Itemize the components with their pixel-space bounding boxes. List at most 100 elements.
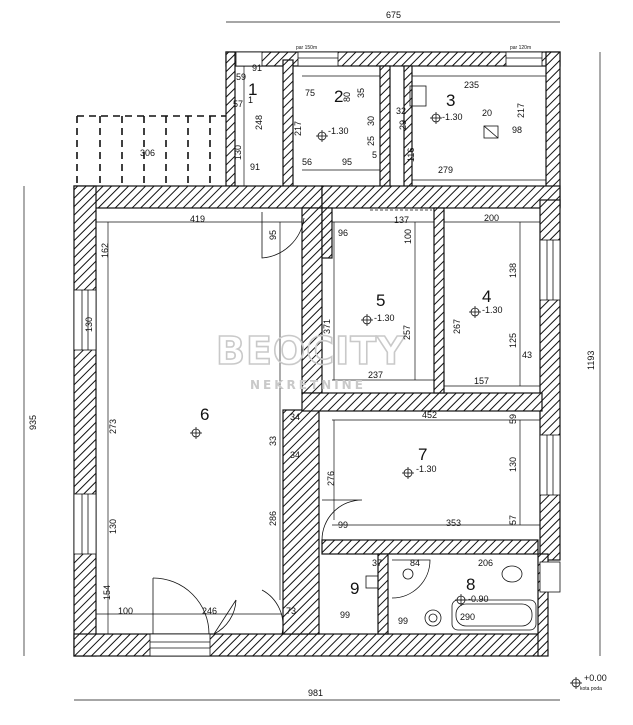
dimension-label: 59 bbox=[508, 414, 518, 424]
dimension-label: 34 bbox=[290, 412, 300, 422]
dimension-label: 286 bbox=[268, 511, 278, 526]
dimension-label: 257 bbox=[402, 325, 412, 340]
dimension-label: 100 bbox=[403, 229, 413, 244]
bathroom-fixtures bbox=[365, 85, 537, 631]
dimension-label: 130 bbox=[108, 519, 118, 534]
room-2-level: -1.30 bbox=[328, 126, 349, 136]
dimension-label: 20 bbox=[482, 108, 492, 118]
dimension-label: 130 bbox=[84, 317, 94, 332]
dimension-label: 56 bbox=[302, 157, 312, 167]
dimension-label: 75 bbox=[305, 88, 315, 98]
dimension-label: 1 bbox=[248, 95, 253, 105]
room-5-level: -1.30 bbox=[374, 313, 395, 323]
dimension-label: 452 bbox=[422, 410, 437, 420]
dimension-label: 32 bbox=[396, 106, 406, 116]
dimension-label: 73 bbox=[286, 606, 296, 616]
window-note-1: par 150m bbox=[296, 45, 317, 51]
dimension-label: 235 bbox=[464, 80, 479, 90]
room-8-number: 8 bbox=[466, 575, 475, 594]
room-4-level: -1.30 bbox=[482, 305, 503, 315]
dimension-label: 59 bbox=[236, 72, 246, 82]
dimension-label: 267 bbox=[452, 319, 462, 334]
room-3-number: 3 bbox=[446, 91, 455, 110]
dimension-label: 217 bbox=[293, 121, 303, 136]
dimension-label: 91 bbox=[252, 63, 262, 73]
dimension-label: 130 bbox=[233, 145, 243, 160]
dimension-label: 371 bbox=[322, 319, 332, 334]
dimension-label: 419 bbox=[190, 214, 205, 224]
level-values: -1.30 -1.30 -1.30 -1.30 -1.30 -0.90 +0.0… bbox=[296, 45, 607, 692]
room-9-number: 9 bbox=[350, 579, 359, 598]
room-6-number: 6 bbox=[200, 405, 209, 424]
dimension-label: 162 bbox=[100, 243, 110, 258]
room-1-number: 1 bbox=[248, 80, 257, 99]
dimension-label: 217 bbox=[516, 103, 526, 118]
windows bbox=[73, 51, 561, 657]
room-7-level: -1.30 bbox=[416, 464, 437, 474]
dimension-label: 84 bbox=[410, 558, 420, 568]
dimension-label: 80 bbox=[342, 92, 352, 102]
dimension-label: 34 bbox=[290, 450, 300, 460]
dimension-label: 290 bbox=[460, 612, 475, 622]
dimension-label: 35 bbox=[356, 88, 366, 98]
dimension-label: 276 bbox=[326, 471, 336, 486]
dimension-label: 246 bbox=[202, 606, 217, 616]
room-8-level: -0.90 bbox=[468, 594, 489, 604]
dimension-label: 99 bbox=[340, 610, 350, 620]
dimension-label: 206 bbox=[478, 558, 493, 568]
dimension-label: 95 bbox=[342, 157, 352, 167]
ground-level-note: kota poda bbox=[580, 686, 602, 692]
dimension-label: 96 bbox=[338, 228, 348, 238]
dim-right-height: 1193 bbox=[586, 351, 596, 370]
dimension-label: 279 bbox=[438, 165, 453, 175]
watermark-subtitle: NEKRETNINE bbox=[250, 378, 366, 392]
dim-top-width: 675 bbox=[386, 10, 401, 20]
dimension-label: 100 bbox=[118, 606, 133, 616]
dimension-label: 99 bbox=[338, 520, 348, 530]
dimension-label: 138 bbox=[508, 263, 518, 278]
level-markers bbox=[190, 112, 582, 689]
window-note-2: par 120m bbox=[510, 45, 531, 51]
inner-lines bbox=[23, 21, 601, 701]
dimension-label: 57 bbox=[233, 99, 243, 109]
dimension-label: 353 bbox=[446, 518, 461, 528]
overall-dimensions: 675 981 935 1193 bbox=[28, 10, 596, 698]
dimension-label: 125 bbox=[508, 333, 518, 348]
dimension-label: 99 bbox=[398, 616, 408, 626]
dimension-label: 95 bbox=[268, 230, 278, 240]
room-3-level: -1.30 bbox=[442, 112, 463, 122]
dimension-label: 25 bbox=[366, 136, 376, 146]
dimension-label: 43 bbox=[522, 350, 532, 360]
dimension-label: 154 bbox=[102, 585, 112, 600]
dimension-label: 37 bbox=[372, 558, 382, 568]
room-numbers: 1 2 3 4 5 6 7 8 9 bbox=[200, 80, 491, 598]
room-4-number: 4 bbox=[482, 287, 491, 306]
dimension-label: 91 bbox=[250, 162, 260, 172]
dimension-label: 116 bbox=[406, 148, 416, 162]
room-7-number: 7 bbox=[418, 445, 427, 464]
dashed-pergola bbox=[76, 115, 228, 186]
dimension-label: 30 bbox=[366, 116, 376, 126]
dimension-label: 5 bbox=[372, 150, 377, 160]
ground-level: +0.00 bbox=[584, 673, 607, 683]
watermark-logo: BEOCITY bbox=[216, 329, 406, 373]
dimension-label: 33 bbox=[268, 436, 278, 446]
dim-left-height: 935 bbox=[28, 415, 38, 430]
doors bbox=[152, 209, 432, 635]
dimension-label: 248 bbox=[254, 115, 264, 130]
dimension-label: 306 bbox=[140, 148, 155, 158]
room-2-number: 2 bbox=[334, 87, 343, 106]
room-5-number: 5 bbox=[376, 291, 385, 310]
dimension-label: 237 bbox=[368, 370, 383, 380]
dimension-labels: 91 59 57 1 248 130 91 75 80 217 35 32 30… bbox=[84, 63, 532, 626]
dimension-label: 98 bbox=[512, 125, 522, 135]
dimension-label: 130 bbox=[508, 457, 518, 472]
dimension-label: 57 bbox=[508, 515, 518, 525]
dimension-label: 273 bbox=[108, 419, 118, 434]
dimension-label: 157 bbox=[474, 376, 489, 386]
dimension-label: 137 bbox=[394, 215, 409, 225]
dimension-label: 29 bbox=[398, 120, 408, 130]
dimension-label: 200 bbox=[484, 213, 499, 223]
dim-bottom-width: 981 bbox=[308, 688, 323, 698]
